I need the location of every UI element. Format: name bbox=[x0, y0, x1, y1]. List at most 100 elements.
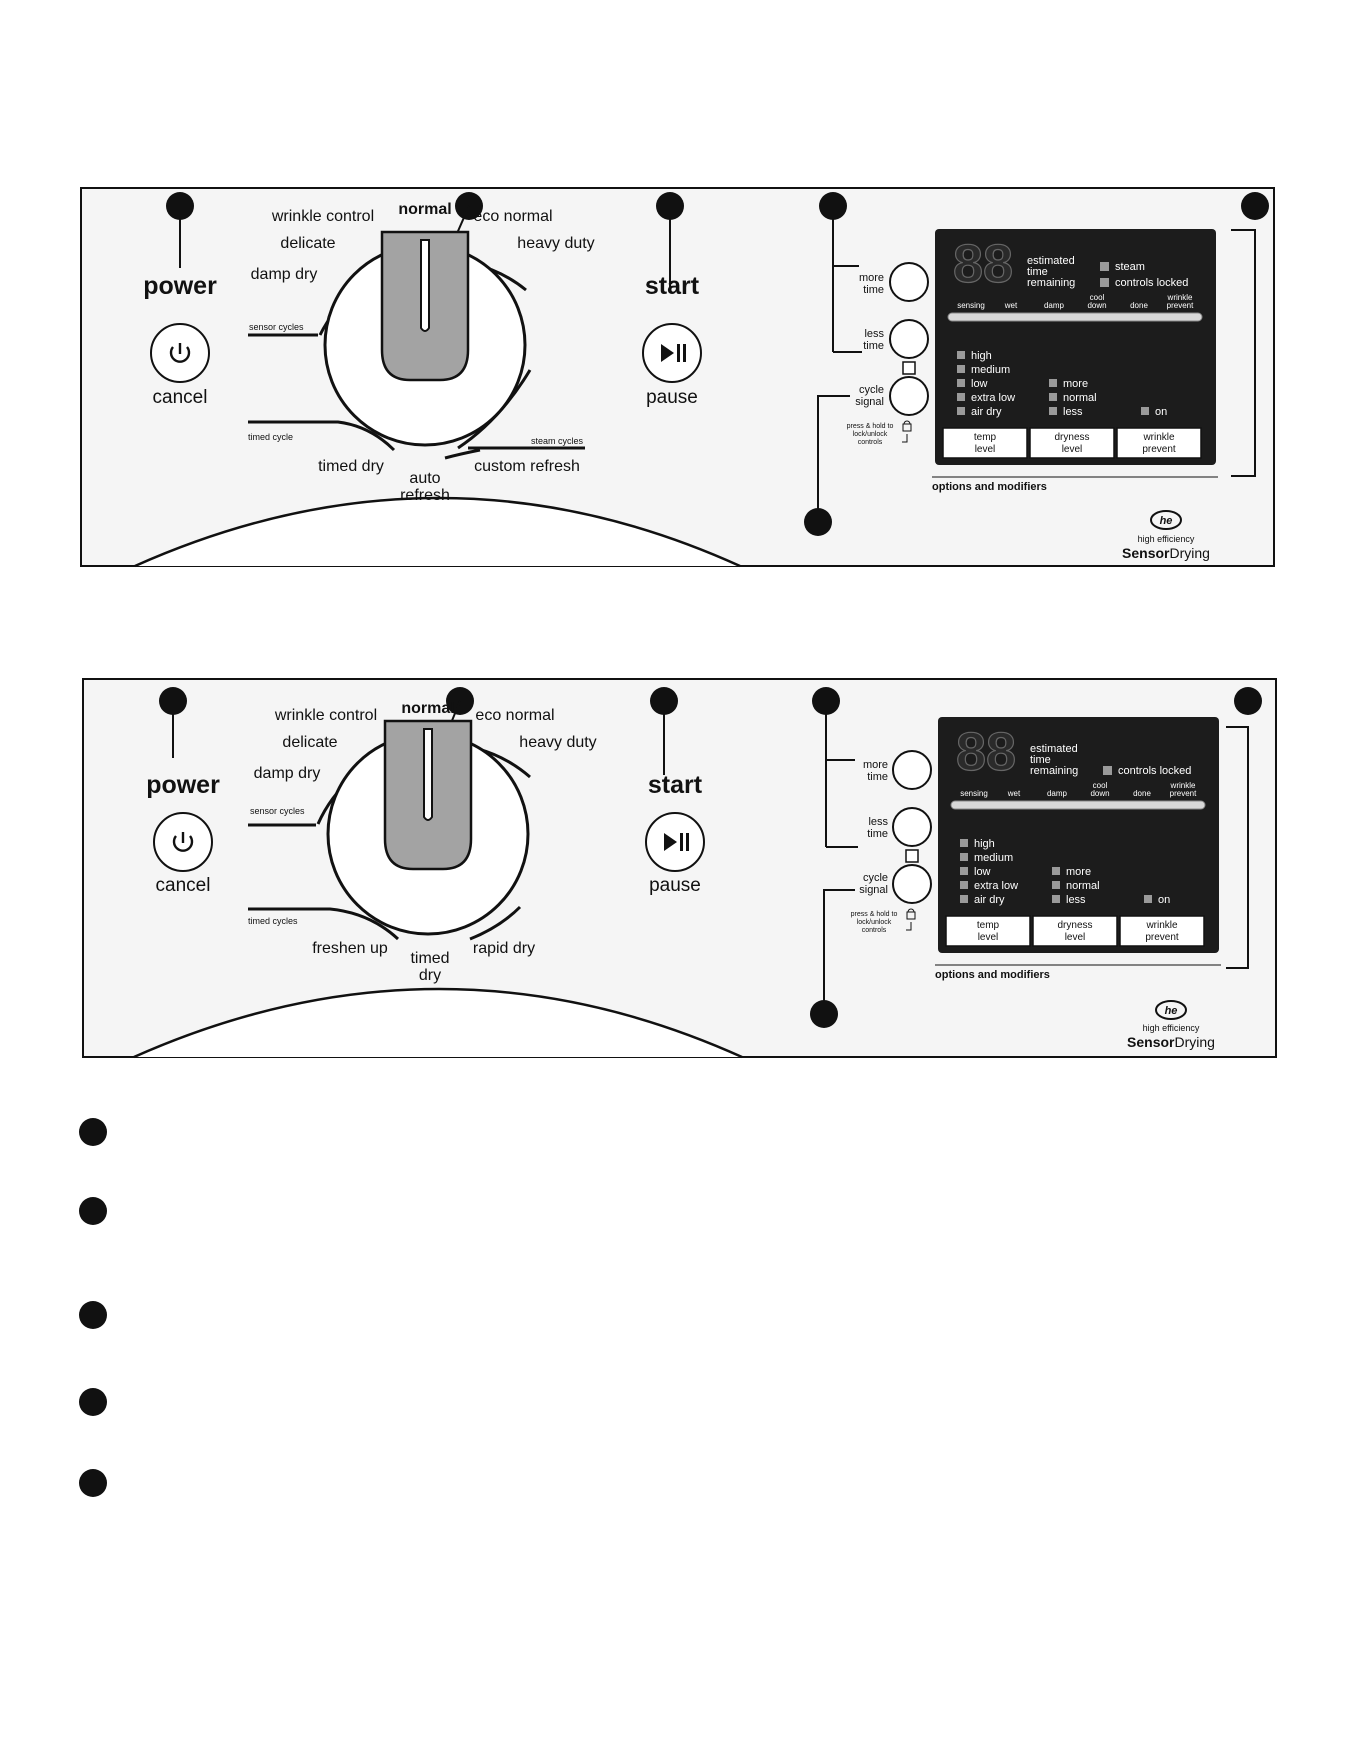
cycle-damp-dry[interactable]: damp dry bbox=[251, 266, 318, 283]
cycle-eco-normal[interactable]: eco normal bbox=[475, 707, 554, 724]
power-icon bbox=[172, 835, 194, 852]
power-button[interactable] bbox=[150, 323, 210, 383]
he-mark: he bbox=[1165, 1005, 1178, 1017]
cycle-signal-button[interactable] bbox=[892, 864, 932, 904]
dryness-options: more normal less bbox=[1052, 866, 1100, 906]
dryness-level-button[interactable]: dryness level bbox=[1029, 427, 1115, 459]
lock-hint-3: controls bbox=[858, 439, 883, 446]
cycle-custom-refresh[interactable]: custom refresh bbox=[474, 458, 580, 475]
cycle-signal-button[interactable] bbox=[889, 376, 929, 416]
temp-air-dry: air dry bbox=[971, 406, 1002, 418]
timed-cycle-label: timed cycle bbox=[248, 432, 293, 442]
power-icon bbox=[169, 346, 191, 363]
cycle-freshen-up[interactable]: freshen up bbox=[312, 940, 388, 957]
status-light bbox=[902, 361, 916, 375]
cycle-heavy-duty[interactable]: heavy duty bbox=[519, 734, 596, 751]
cycle-wrinkle-control[interactable]: wrinkle control bbox=[274, 707, 377, 724]
status-sensing: sensing bbox=[960, 789, 988, 798]
door-arc bbox=[134, 496, 741, 568]
controls-locked-indicator: controls locked bbox=[1115, 277, 1188, 289]
wrinkle-on: on bbox=[1158, 894, 1170, 906]
less-time-label-2: time bbox=[867, 828, 888, 840]
more-time-button[interactable] bbox=[892, 750, 932, 790]
options-modifiers-label: options and modifiers bbox=[932, 481, 1047, 493]
lock-hint-2: lock/unlock bbox=[857, 919, 892, 926]
cycle-normal[interactable]: normal bbox=[401, 700, 454, 717]
cycle-wrinkle-control[interactable]: wrinkle control bbox=[271, 208, 374, 225]
lock-hint-2: lock/unlock bbox=[853, 431, 888, 438]
power-button[interactable] bbox=[153, 812, 213, 872]
dryness-normal: normal bbox=[1066, 880, 1100, 892]
less-time-label: less bbox=[864, 328, 884, 340]
cycle-delicate[interactable]: delicate bbox=[280, 235, 335, 252]
cycle-delicate[interactable]: delicate bbox=[282, 734, 337, 751]
cycle-auto-refresh-line2[interactable]: refresh bbox=[400, 487, 450, 504]
logo-sensordrying: SensorDrying bbox=[1127, 1034, 1215, 1050]
status-sensing: sensing bbox=[957, 301, 985, 310]
less-time-label-2: time bbox=[863, 340, 884, 352]
power-label: power bbox=[146, 771, 220, 799]
legend-marker-1 bbox=[79, 1118, 107, 1146]
cycle-damp-dry[interactable]: damp dry bbox=[254, 765, 321, 782]
controls-locked-indicator: controls locked bbox=[1118, 765, 1191, 777]
cycle-timed-dry[interactable]: timed bbox=[410, 950, 449, 967]
status-prevent: prevent bbox=[1167, 301, 1194, 310]
cycle-auto-refresh[interactable]: auto bbox=[409, 470, 440, 487]
more-time-button[interactable] bbox=[889, 262, 929, 302]
status-damp: damp bbox=[1047, 789, 1068, 798]
cycle-eco-normal[interactable]: eco normal bbox=[473, 208, 552, 225]
temp-high: high bbox=[974, 838, 995, 850]
status-cool: cool bbox=[1090, 293, 1105, 302]
cycle-timed-dry-line2[interactable]: dry bbox=[419, 967, 441, 984]
estimated-label-3: remaining bbox=[1030, 765, 1078, 777]
lock-icon bbox=[902, 420, 912, 443]
status-wrinkle: wrinkle bbox=[1167, 293, 1193, 302]
estimated-label-3: remaining bbox=[1027, 277, 1075, 289]
cycle-rapid-dry[interactable]: rapid dry bbox=[473, 940, 535, 957]
dryness-level-label: dryness bbox=[1057, 920, 1092, 931]
timed-cycle-line bbox=[248, 420, 396, 452]
estimated-label: estimated bbox=[1030, 743, 1078, 755]
estimated-label-2: time bbox=[1027, 266, 1048, 278]
temp-medium: medium bbox=[974, 852, 1013, 864]
cycle-normal[interactable]: normal bbox=[398, 201, 451, 218]
start-pause-button[interactable] bbox=[645, 812, 705, 872]
temp-level-button[interactable]: temp level bbox=[942, 427, 1028, 459]
he-mark: he bbox=[1160, 515, 1173, 527]
dryness-level-button[interactable]: dryness level bbox=[1032, 915, 1118, 947]
status-wet: wet bbox=[1007, 789, 1021, 798]
cycle-signal-label: cycle bbox=[863, 872, 888, 884]
wrinkle-prevent-label-2: prevent bbox=[1142, 444, 1176, 455]
less-time-button[interactable] bbox=[892, 807, 932, 847]
dryness-normal: normal bbox=[1063, 392, 1097, 404]
progress-track bbox=[947, 312, 1203, 322]
display-panel bbox=[935, 229, 1216, 465]
less-time-button[interactable] bbox=[889, 319, 929, 359]
cycle-timed-dry[interactable]: timed dry bbox=[318, 458, 384, 475]
status-light bbox=[905, 849, 919, 863]
legend-marker-2 bbox=[79, 1197, 107, 1225]
temp-level-button[interactable]: temp level bbox=[945, 915, 1031, 947]
wrinkle-prevent-button[interactable]: wrinkle prevent bbox=[1116, 427, 1202, 459]
lock-hint-3: controls bbox=[862, 927, 887, 934]
wrinkle-prevent-label: wrinkle bbox=[1142, 432, 1175, 443]
temp-level-label-2: level bbox=[978, 932, 999, 943]
callout-marker-options bbox=[1234, 687, 1262, 715]
logo-sensordrying: SensorDrying bbox=[1122, 545, 1210, 561]
wrinkle-on: on bbox=[1155, 406, 1167, 418]
start-pause-button[interactable] bbox=[642, 323, 702, 383]
more-time-label-2: time bbox=[863, 284, 884, 296]
pause-label: pause bbox=[646, 387, 698, 408]
wrinkle-prevent-button[interactable]: wrinkle prevent bbox=[1119, 915, 1205, 947]
status-wet: wet bbox=[1004, 301, 1018, 310]
status-wrinkle: wrinkle bbox=[1170, 781, 1196, 790]
legend-marker-4 bbox=[79, 1388, 107, 1416]
cycle-heavy-duty[interactable]: heavy duty bbox=[517, 235, 594, 252]
time-readout: 88 bbox=[953, 234, 1013, 294]
temp-options: high medium low extra low air dry bbox=[957, 350, 1015, 418]
callout-marker-options bbox=[1241, 192, 1269, 220]
wrinkle-prevent-label: wrinkle bbox=[1145, 920, 1178, 931]
time-readout: 88 bbox=[956, 722, 1016, 782]
dryness-level-label-2: level bbox=[1062, 444, 1083, 455]
steam-cycles-label: steam cycles bbox=[531, 436, 584, 446]
